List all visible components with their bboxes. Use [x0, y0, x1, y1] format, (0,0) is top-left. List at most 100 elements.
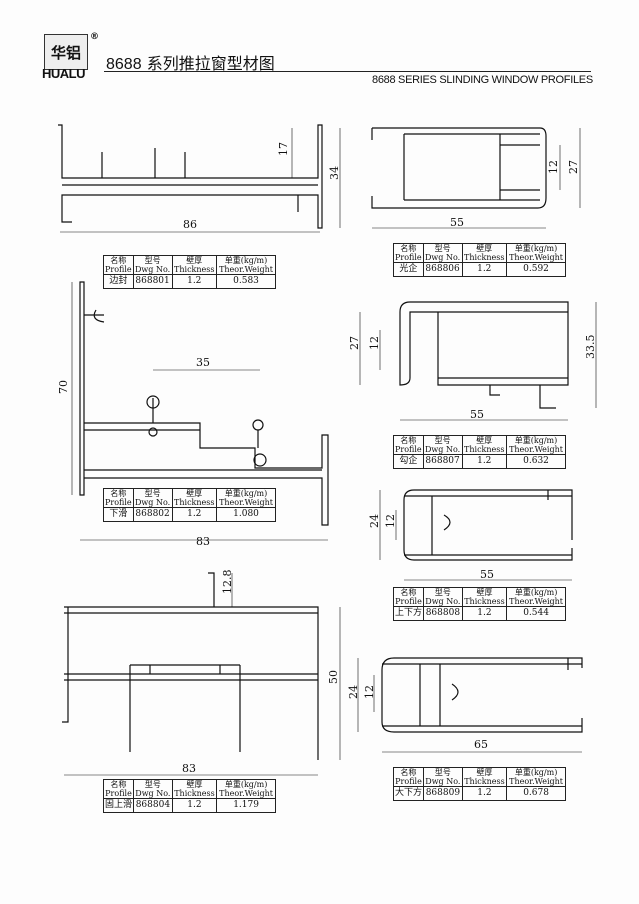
dim-b: 12	[368, 336, 381, 350]
page-title: 8688 系列推拉窗型材图	[106, 50, 275, 74]
dim-width: 55	[450, 216, 464, 229]
dim-a: 24	[347, 685, 360, 699]
page-subtitle: 8688 SERIES SLINDING WINDOW PROFILES	[372, 74, 593, 86]
dim-height: 50	[327, 670, 340, 684]
title-rule	[104, 71, 591, 72]
thickness-value: 1.2	[171, 507, 218, 522]
weight-value: 0.544	[506, 606, 566, 621]
dim-a: 12	[547, 160, 560, 174]
dwg-number: 868802	[132, 507, 173, 522]
profile-name: 大下方	[393, 786, 424, 801]
dim-height-a: 17	[277, 142, 290, 156]
thickness-value: 1.2	[461, 262, 508, 277]
dim-height: 70	[57, 380, 70, 394]
profile-name: 固上滑	[103, 798, 134, 813]
profile-name: 下滑	[103, 507, 134, 522]
dim-a: 35	[196, 356, 210, 369]
weight-value: 1.080	[216, 507, 276, 522]
title-series: 8688	[106, 56, 142, 73]
weight-value: 0.583	[216, 274, 276, 289]
drawing-868809: 65 24 12	[347, 657, 583, 753]
dwg-number: 868809	[423, 786, 463, 801]
profile-name: 边封	[103, 274, 134, 289]
title-cn: 系列推拉窗型材图	[146, 54, 275, 73]
dim-width: 65	[474, 738, 488, 751]
weight-value: 0.592	[506, 262, 566, 277]
header-weight: 单重(kg/m)Theor.Weight	[506, 587, 566, 607]
profile-name: 上下方	[393, 606, 424, 621]
thickness-value: 1.2	[461, 454, 508, 469]
drawing-868806: 55 12 27	[371, 127, 581, 229]
dim-width: 55	[470, 408, 484, 421]
dwg-number: 868807	[422, 454, 463, 469]
profile-name: 勾企	[393, 454, 424, 469]
dim-b: 27	[567, 160, 580, 174]
header-weight: 单重(kg/m)Theor.Weight	[506, 435, 566, 455]
header-weight: 单重(kg/m)Theor.Weight	[216, 488, 276, 508]
thickness-value: 1.2	[461, 606, 508, 621]
thickness-value: 1.2	[461, 786, 508, 801]
drawing-868804: 83 12.8 50	[62, 570, 341, 776]
dim-a: 27	[348, 336, 361, 350]
header-weight: 单重(kg/m)Theor.Weight	[216, 779, 276, 799]
drawing-868808: 55 24 12	[368, 489, 573, 581]
dim-a: 24	[368, 514, 381, 528]
dwg-number: 868806	[422, 262, 463, 277]
weight-value: 0.632	[506, 454, 566, 469]
dim-width: 83	[196, 535, 210, 548]
drawing-868801: 86 17 34	[58, 124, 341, 233]
dim-b: 12	[363, 685, 376, 699]
drawing-868802: 35 83 70	[57, 281, 329, 548]
drawing-868807: 55 27 12 33.5	[348, 301, 597, 421]
weight-value: 0.678	[506, 786, 566, 801]
thickness-value: 1.2	[171, 798, 218, 813]
header-weight: 单重(kg/m)Theor.Weight	[506, 243, 566, 263]
dim-height-b: 34	[328, 166, 341, 180]
brand-name: HUALU	[42, 66, 86, 81]
registered-mark: ®	[90, 32, 99, 42]
header-weight: 单重(kg/m)Theor.Weight	[216, 255, 276, 275]
dwg-number: 868801	[132, 274, 173, 289]
thickness-value: 1.2	[171, 274, 218, 289]
dim-c: 33.5	[584, 335, 597, 360]
hualu-logo: 华铝	[44, 34, 88, 70]
dim-b: 12	[384, 514, 397, 528]
dwg-number: 868804	[133, 798, 173, 813]
dim-width: 83	[182, 762, 196, 775]
dim-a: 12.8	[221, 570, 234, 595]
header-weight: 单重(kg/m)Theor.Weight	[506, 767, 566, 787]
weight-value: 1.179	[216, 798, 276, 813]
dim-width: 55	[480, 568, 494, 581]
dim-width: 86	[183, 218, 197, 231]
